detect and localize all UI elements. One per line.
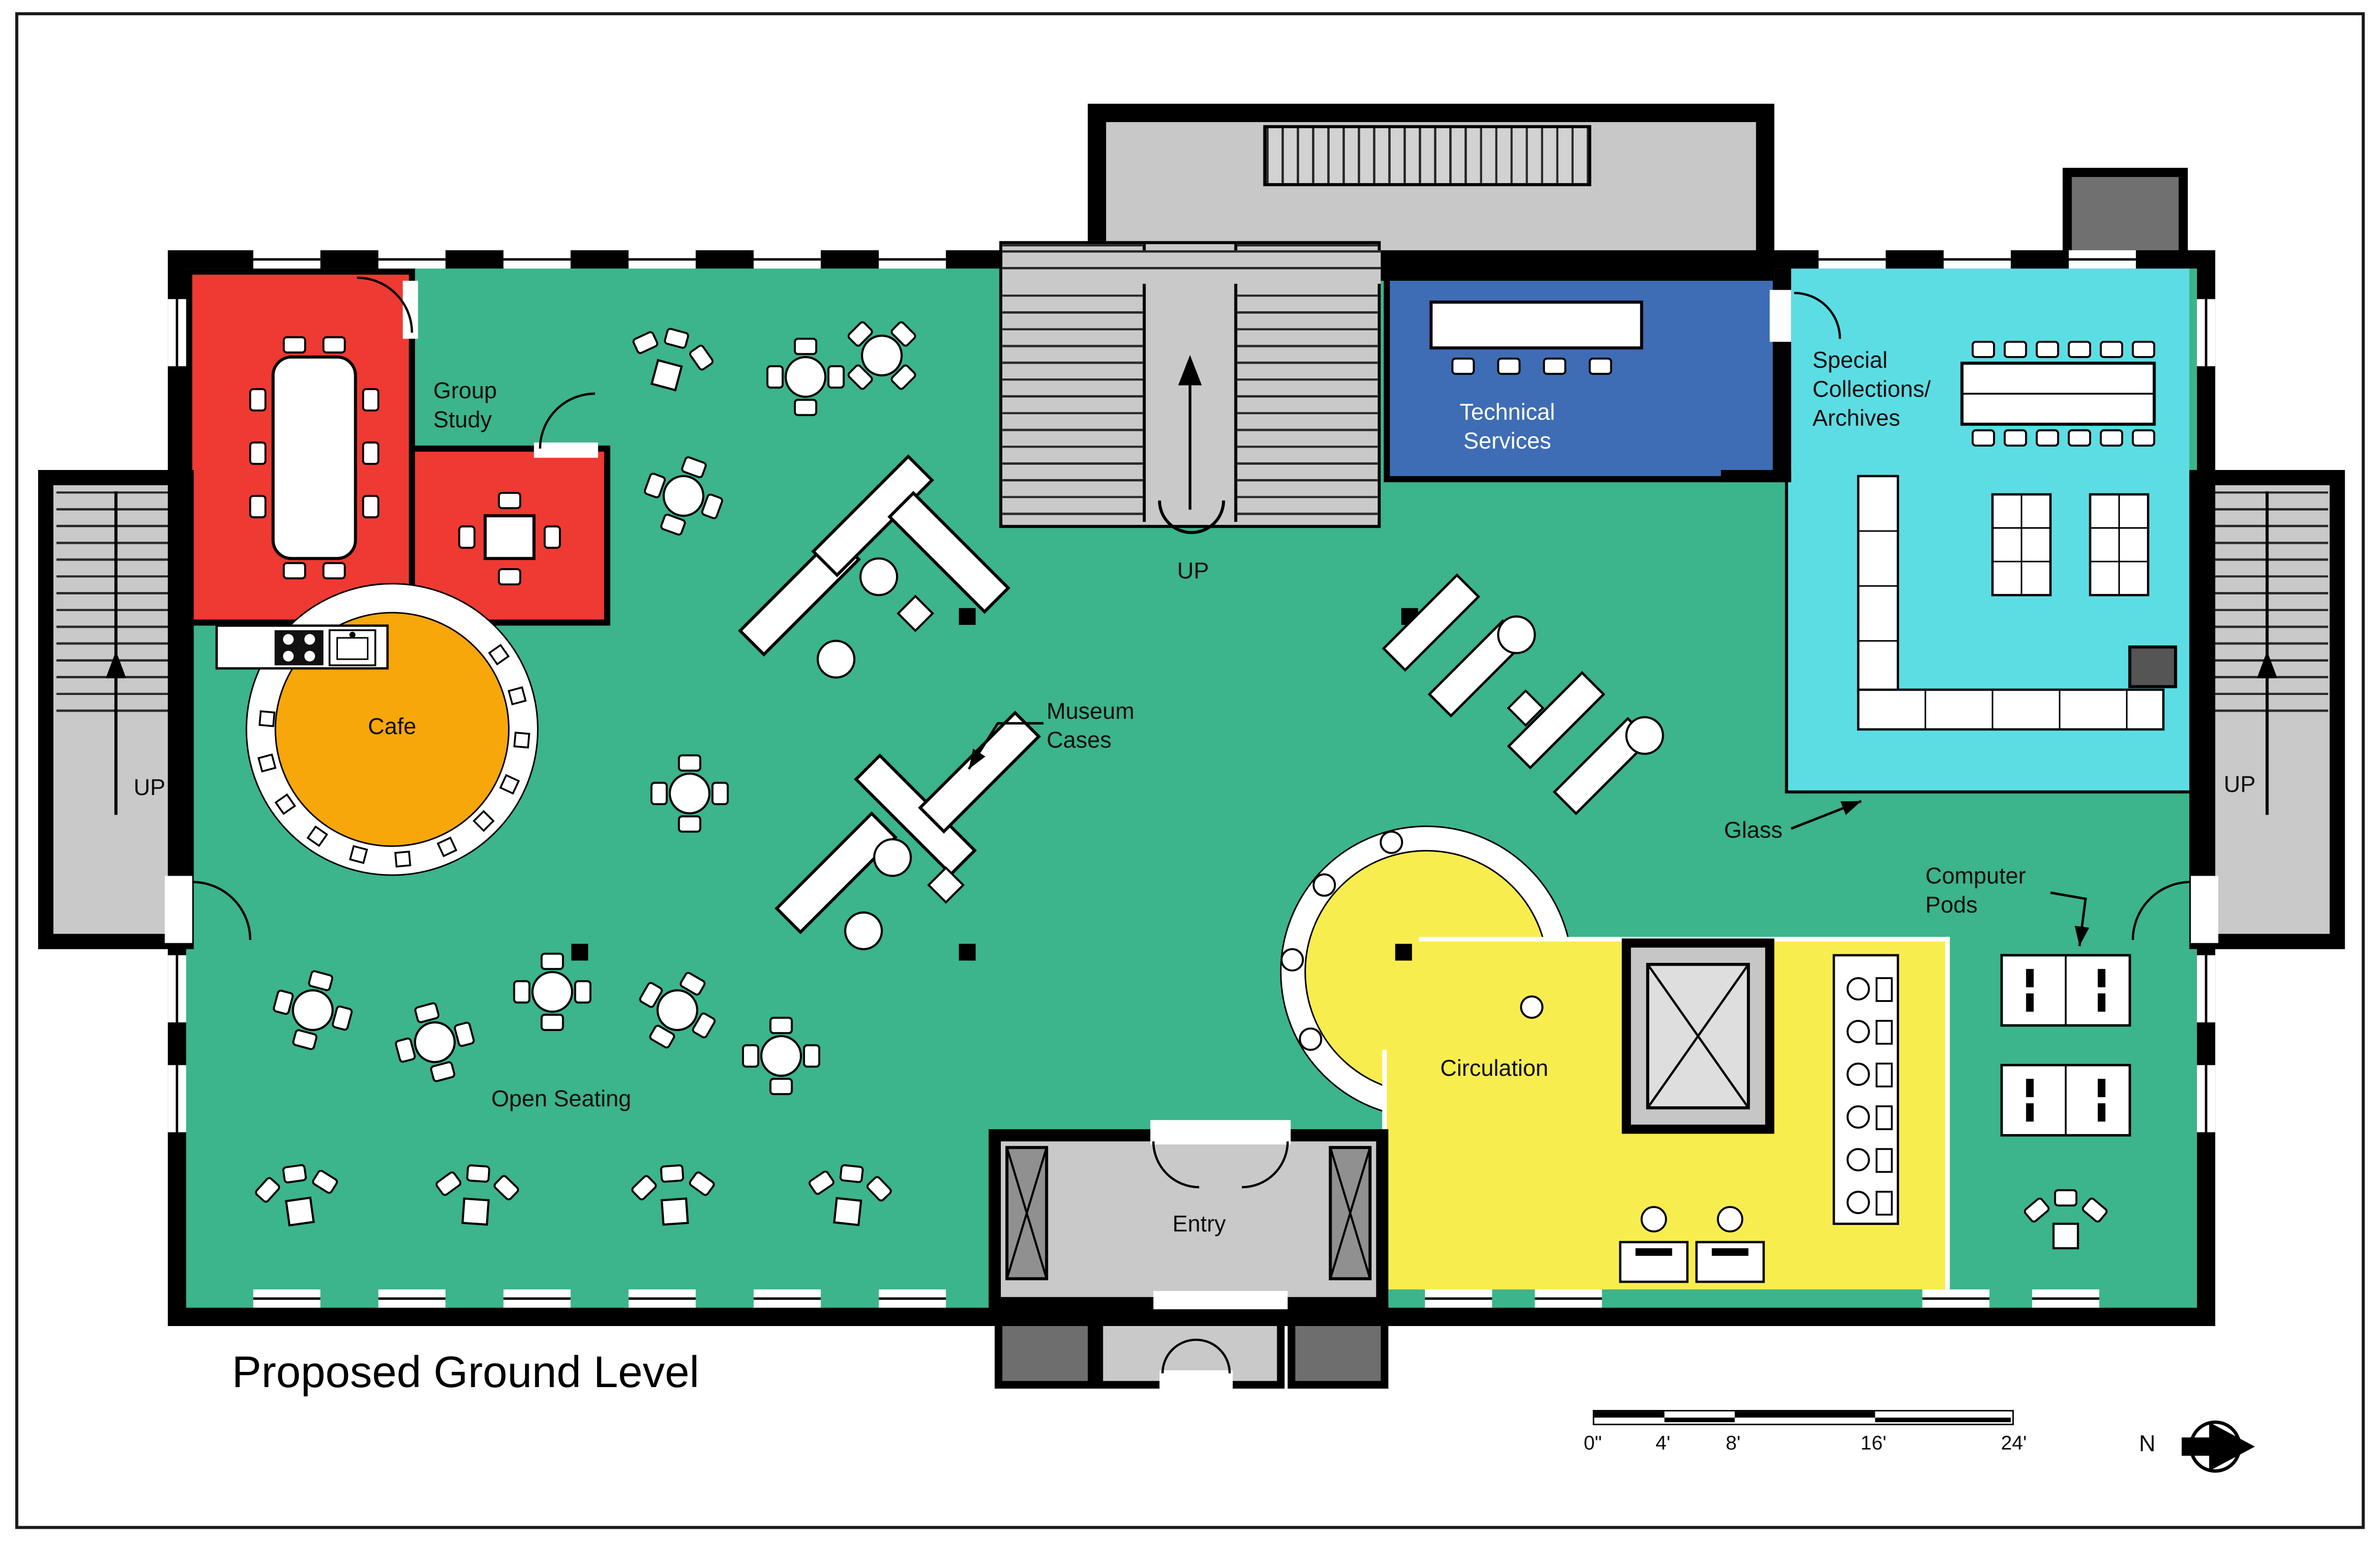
door-gap-group-study: [403, 281, 418, 339]
north-label: N: [2139, 1431, 2156, 1458]
label-up-left: UP: [133, 775, 166, 801]
door-gap-stair-left: [164, 876, 193, 943]
sheet-border: [15, 12, 2365, 1529]
label-glass: Glass: [1724, 817, 1783, 844]
label-circulation: Circulation: [1440, 1056, 1548, 1082]
room-circulation-lower: [1382, 1050, 1566, 1290]
label-up-right: UP: [2224, 772, 2256, 798]
entry-vestibule: [988, 1129, 1389, 1309]
scale-bar-bottom-row: [1594, 1417, 2011, 1422]
label-special-collections: Special Collections/ Archives: [1812, 347, 1931, 431]
door-gap-stair-right: [2191, 876, 2218, 943]
scale-tick-16: 16': [1861, 1431, 1887, 1454]
scale-bar: 0" 4' 8' 16' 24': [1584, 1410, 2027, 1465]
stair-wall-patch: [1002, 250, 1381, 284]
stair-right-rail: [2265, 491, 2269, 815]
label-museum-cases: Museum Cases: [1047, 699, 1135, 754]
scale-bar-top-row: [1594, 1411, 2011, 1417]
door-gap-entry-mid: [1153, 1291, 1288, 1309]
scale-bar-strip: [1593, 1410, 2014, 1426]
stair-central-run-right: [1237, 244, 1378, 519]
label-open-seating: Open Seating: [491, 1086, 631, 1113]
stair-central-run-left: [1002, 244, 1143, 519]
label-technical-services: Technical Services: [1459, 399, 1555, 455]
door-gap-group-study-small: [534, 442, 598, 458]
stair-central-rail-right: [1234, 244, 1238, 522]
wall-stub: [1721, 470, 1791, 482]
door-gap-special-collections: [1770, 290, 1791, 342]
stair-left-rail: [114, 491, 118, 815]
north-stair-run: [1263, 125, 1591, 186]
label-cafe: Cafe: [368, 714, 417, 740]
north-arrow-icon: [2181, 1420, 2255, 1473]
label-computer-pods: Computer Pods: [1925, 863, 2026, 919]
scale-tick-8: 8': [1726, 1431, 1741, 1454]
label-entry: Entry: [1172, 1211, 1226, 1238]
door-gap-entry-top: [1150, 1120, 1291, 1144]
door-gap-entry-exterior: [1159, 1370, 1233, 1392]
scale-tick-0: 0": [1584, 1431, 1602, 1454]
scale-tick-24: 24': [2001, 1431, 2027, 1454]
rooftop-block: [2063, 168, 2188, 260]
north-arrow: N: [2133, 1413, 2270, 1480]
scale-tick-4: 4': [1655, 1431, 1670, 1454]
label-up-center: UP: [1177, 558, 1209, 585]
page-title: Proposed Ground Level: [232, 1348, 700, 1398]
label-group-study: Group Study: [433, 378, 497, 433]
stair-central-rail-left: [1142, 244, 1146, 522]
